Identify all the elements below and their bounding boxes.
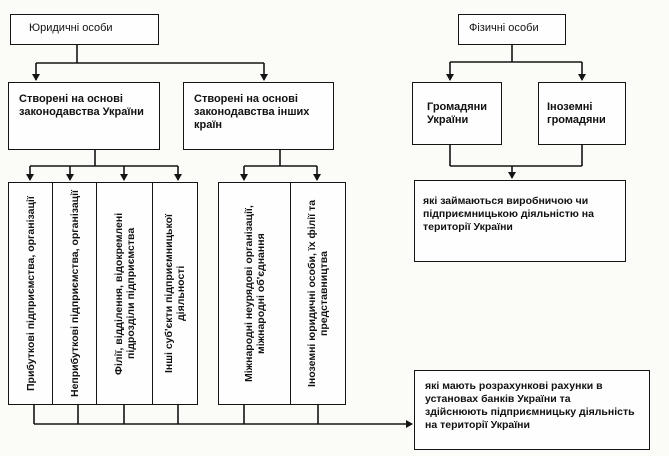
international-organizations-box: Міжнародні неурядові організації, міжнар… (218, 182, 292, 405)
engaged-activity-label: які займаються виробничою чи підприємниц… (423, 195, 594, 233)
legal-entities-label: Юридичні особи (29, 22, 113, 34)
nonprofit-organizations-box: Неприбуткові підприємства, організації (52, 182, 98, 405)
profit-enterprises-label: Прибуткові підприємства, організації (25, 196, 37, 391)
other-subjects-box: Інші суб'єкти підприємницької діяльності (152, 182, 198, 405)
created-ukraine-box: Створені на основі законодавства України (8, 82, 160, 150)
legal-entities-box: Юридичні особи (10, 14, 159, 45)
foreign-citizens-label: Іноземні громадяни (547, 101, 606, 126)
branches-label: Філії, відділення, відокремлені підрозді… (113, 212, 137, 375)
citizens-ukraine-box: Громадяни України (412, 82, 502, 145)
foreign-legal-entities-box: Іноземні юридичні особи, їх філії та пре… (290, 182, 346, 405)
bank-accounts-label: які мають розрахункові рахунки в установ… (425, 380, 635, 431)
natural-persons-label: Фізичні особи (469, 22, 539, 34)
created-foreign-label: Створені на основі законодавства інших к… (194, 93, 310, 131)
created-ukraine-label: Створені на основі законодавства України (19, 93, 144, 118)
profit-enterprises-box: Прибуткові підприємства, організації (8, 182, 54, 405)
engaged-activity-box: які займаються виробничою чи підприємниц… (414, 180, 626, 262)
international-organizations-label: Міжнародні неурядові організації, міжнар… (243, 205, 267, 382)
citizens-ukraine-label: Громадяни України (427, 101, 488, 126)
branches-box: Філії, відділення, відокремлені підрозді… (96, 182, 154, 405)
created-foreign-box: Створені на основі законодавства інших к… (183, 82, 334, 150)
natural-persons-box: Фізичні особи (458, 14, 566, 45)
nonprofit-organizations-label: Неприбуткові підприємства, організації (69, 190, 81, 397)
foreign-citizens-box: Іноземні громадяни (538, 82, 626, 145)
foreign-legal-entities-label: Іноземні юридичні особи, їх філії та пре… (306, 199, 330, 388)
bank-accounts-box: які мають розрахункові рахунки в установ… (414, 370, 650, 450)
other-subjects-label: Інші суб'єкти підприємницької діяльності (163, 214, 187, 373)
